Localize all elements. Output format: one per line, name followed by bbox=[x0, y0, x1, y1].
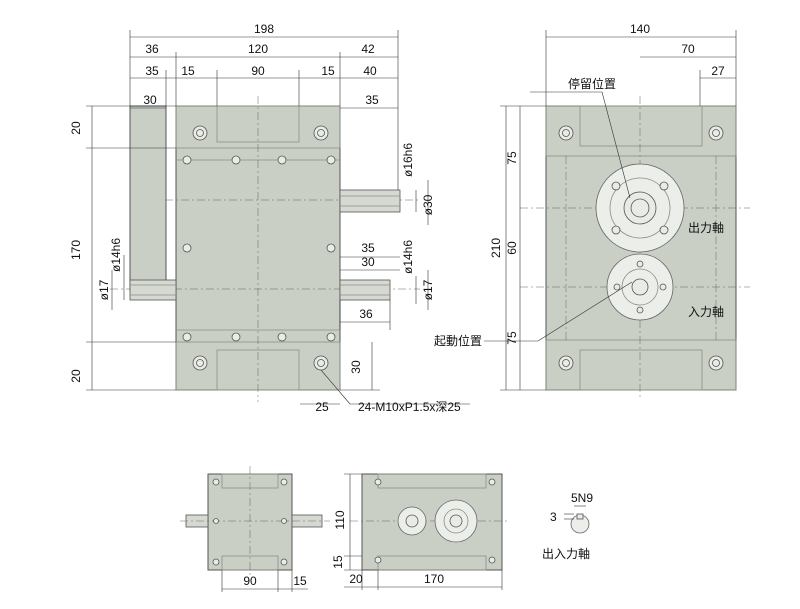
dim-140: 140 bbox=[630, 22, 650, 36]
dim-20: 20 bbox=[69, 369, 83, 383]
bolt-hole bbox=[558, 125, 574, 141]
dim-15: 15 bbox=[181, 64, 195, 78]
dim-15: 15 bbox=[321, 64, 335, 78]
dim-20: 20 bbox=[69, 121, 83, 135]
bolt-hole bbox=[313, 355, 329, 371]
bottom-side-view: 110 15 20 170 bbox=[331, 473, 510, 590]
dim-25: 25 bbox=[315, 400, 329, 414]
dim-phi17: ø17 bbox=[97, 279, 111, 300]
dim-60: 60 bbox=[505, 241, 519, 255]
tapped-hole bbox=[182, 155, 336, 342]
tapped-hole-note: 24-M10xP1.5x深25 bbox=[358, 400, 461, 414]
input-shaft-right bbox=[339, 279, 391, 301]
shaft-section: 5N9 3 出入力軸 bbox=[542, 491, 593, 561]
io-shaft-label: 出入力軸 bbox=[542, 547, 590, 561]
key-width: 5N9 bbox=[571, 491, 593, 505]
start-position-label: 起動位置 bbox=[434, 333, 482, 348]
dim-170: 170 bbox=[424, 572, 444, 586]
dim-90: 90 bbox=[251, 64, 265, 78]
dim-75: 75 bbox=[505, 151, 519, 165]
bolt-hole bbox=[708, 355, 724, 371]
dim-shaft-ext: 42 bbox=[361, 42, 375, 56]
dim-phi14h6: ø14h6 bbox=[109, 238, 123, 272]
front-view: 198 36 120 42 35 15 90 15 40 30 35 20 17… bbox=[69, 22, 470, 414]
dim-170: 170 bbox=[69, 240, 83, 260]
dim-phi16h6: ø16h6 bbox=[401, 143, 415, 177]
top-pocket bbox=[216, 105, 300, 143]
dim-body: 120 bbox=[248, 42, 268, 56]
output-flange bbox=[595, 163, 685, 253]
dim-35: 35 bbox=[145, 64, 159, 78]
bottom-front-view: 90 15 bbox=[180, 466, 330, 592]
input-shaft-label: 入力軸 bbox=[688, 305, 724, 319]
dimension-lines bbox=[86, 30, 470, 405]
dim-210: 210 bbox=[489, 238, 503, 258]
dim-30: 30 bbox=[143, 93, 157, 107]
input-flange-small bbox=[397, 506, 427, 536]
dim-phi17: ø17 bbox=[421, 279, 435, 300]
dim-40: 40 bbox=[363, 64, 377, 78]
dim-flange: 36 bbox=[145, 42, 159, 56]
dim-15: 15 bbox=[331, 555, 345, 569]
dim-36: 36 bbox=[359, 307, 373, 321]
bolt-hole bbox=[558, 355, 574, 371]
dim-20: 20 bbox=[349, 572, 363, 586]
dim-30: 30 bbox=[361, 255, 375, 269]
dim-27: 27 bbox=[711, 64, 725, 78]
dim-35: 35 bbox=[361, 241, 375, 255]
dim-75: 75 bbox=[505, 331, 519, 345]
bolt-hole bbox=[313, 125, 329, 141]
dim-35: 35 bbox=[365, 93, 379, 107]
input-flange bbox=[606, 253, 674, 321]
output-shaft-side bbox=[339, 189, 401, 213]
stop-position-label: 停留位置 bbox=[568, 76, 616, 91]
bolt-hole bbox=[192, 125, 208, 141]
dim-70: 70 bbox=[681, 42, 695, 56]
dim-30: 30 bbox=[349, 360, 363, 374]
left-flange bbox=[129, 105, 167, 292]
dim-90: 90 bbox=[243, 574, 257, 588]
output-shaft-label: 出力軸 bbox=[688, 221, 724, 235]
dim-overall-width: 198 bbox=[254, 22, 274, 36]
dim-phi14h6: ø14h6 bbox=[401, 240, 415, 274]
dim-15: 15 bbox=[293, 574, 307, 588]
dim-110: 110 bbox=[333, 510, 347, 529]
input-shaft-left bbox=[129, 279, 177, 301]
bolt-hole bbox=[192, 355, 208, 371]
dim-phi30: ø30 bbox=[421, 194, 435, 215]
bolt-hole bbox=[708, 125, 724, 141]
output-flange-small bbox=[434, 499, 478, 543]
dimension-lines bbox=[484, 30, 737, 391]
side-view: 140 70 27 75 60 75 210 停留位置 起動位置 出力軸 入力軸 bbox=[434, 22, 750, 400]
key-depth: 3 bbox=[550, 510, 557, 524]
